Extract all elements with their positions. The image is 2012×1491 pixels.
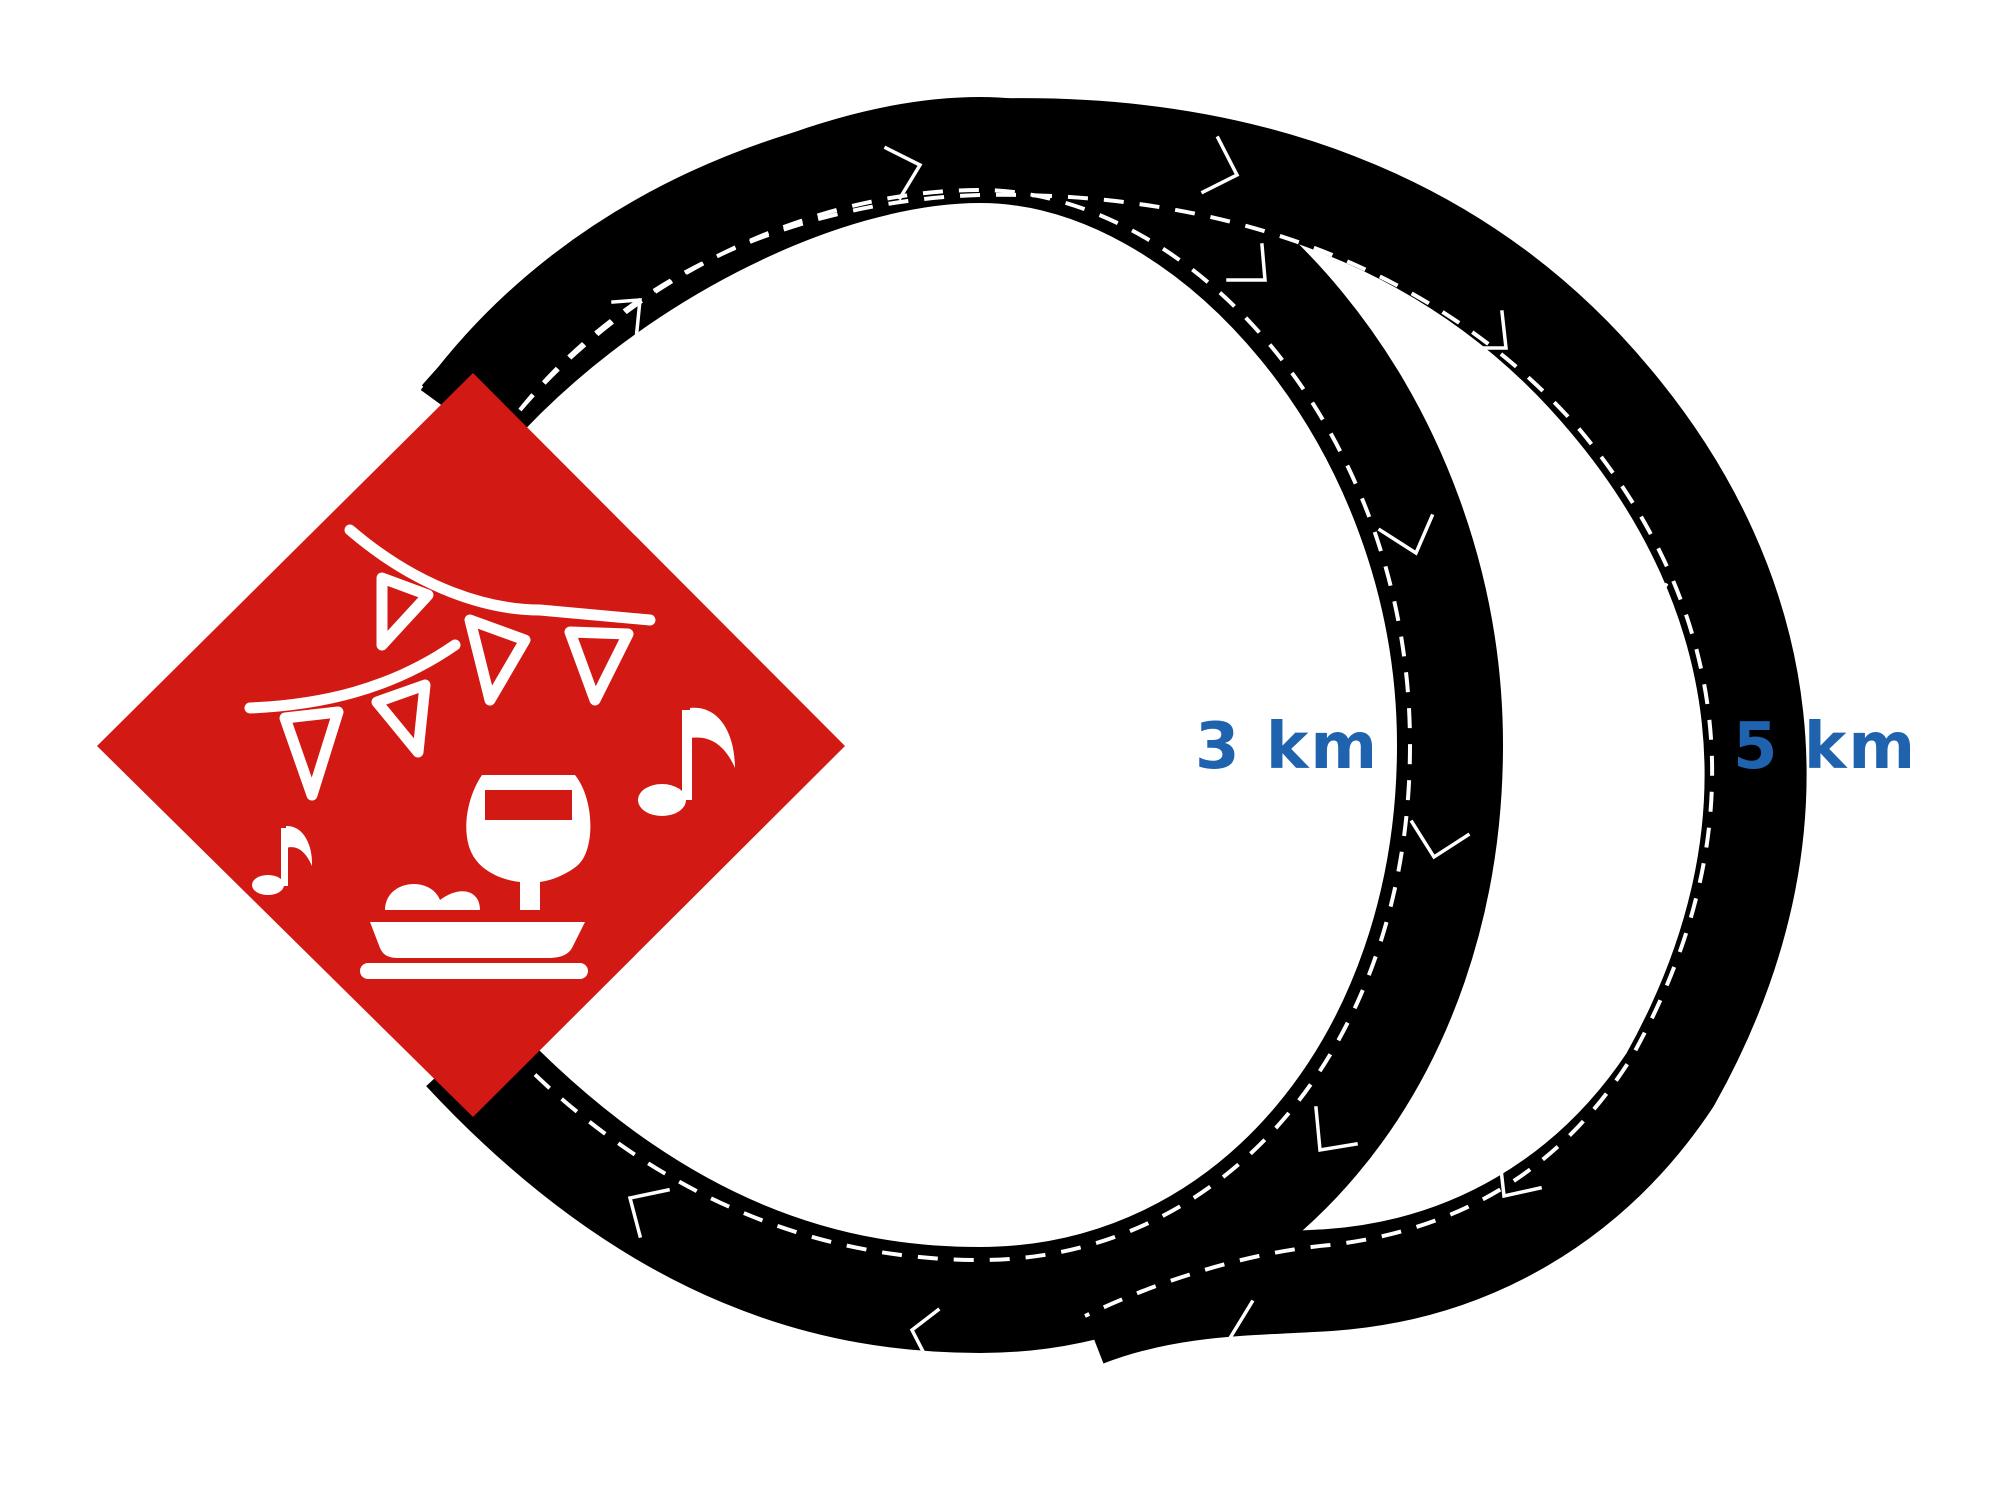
wine-level: [485, 790, 572, 820]
chevron-arrow-icon: [1377, 513, 1435, 556]
food-bun: [385, 883, 480, 910]
bunting-lower-string: [244, 639, 461, 714]
festival-diamond-icon: [97, 373, 845, 1117]
chevron-arrow-icon: [909, 1307, 941, 1368]
chevron-arrow-icon: [1611, 582, 1669, 625]
bunting-flag: [564, 626, 634, 706]
chevron-arrow-icon: [1200, 135, 1240, 195]
music-note-icon: [252, 825, 313, 895]
music-note-flag: [690, 707, 735, 768]
bunting-upper-string: [344, 524, 656, 626]
food-plate-icon: [360, 883, 588, 979]
wine-glass-icon: [466, 775, 591, 910]
chevron-arrow-icon: [1227, 1299, 1265, 1361]
bunting-flags-icon: [244, 524, 656, 801]
road-inner-3km: [421, 97, 1503, 1353]
chevron-arrow-icon: [883, 145, 923, 201]
bunting-flag: [279, 706, 344, 801]
chevron-arrow-icon: [1468, 310, 1508, 350]
chevron-arrow-icon: [1314, 1106, 1359, 1153]
food-plate: [370, 922, 585, 958]
chevron-arrow-icon: [627, 1187, 671, 1239]
bunting-flag: [464, 614, 531, 706]
lane-outer: [518, 192, 1715, 1318]
music-note-head: [252, 875, 284, 895]
lane-marking-layer: [518, 187, 1715, 1318]
chevron-arrow-icon: [611, 298, 642, 342]
chevron-arrow-icon: [1621, 892, 1683, 933]
music-note-icon: [638, 707, 735, 816]
chevron-arrow-icon: [1498, 1158, 1543, 1199]
music-note-stem: [281, 828, 288, 886]
direction-arrows: [611, 135, 1683, 1368]
lane-inner: [518, 187, 1413, 1263]
bunting-flag: [376, 572, 434, 651]
outer-route-distance-label: 5 km: [1733, 710, 1917, 784]
bunting-flag: [371, 679, 431, 758]
road-layer: [420, 97, 1807, 1364]
music-note-stem: [682, 710, 692, 800]
chevron-arrow-icon: [1226, 243, 1267, 282]
music-note-head: [638, 784, 686, 816]
diamond-sign: [97, 373, 845, 1117]
inner-route-distance-label: 3 km: [1195, 710, 1379, 784]
food-tray: [360, 963, 588, 979]
chevron-arrow-icon: [1409, 819, 1471, 860]
music-note-flag: [286, 825, 313, 866]
